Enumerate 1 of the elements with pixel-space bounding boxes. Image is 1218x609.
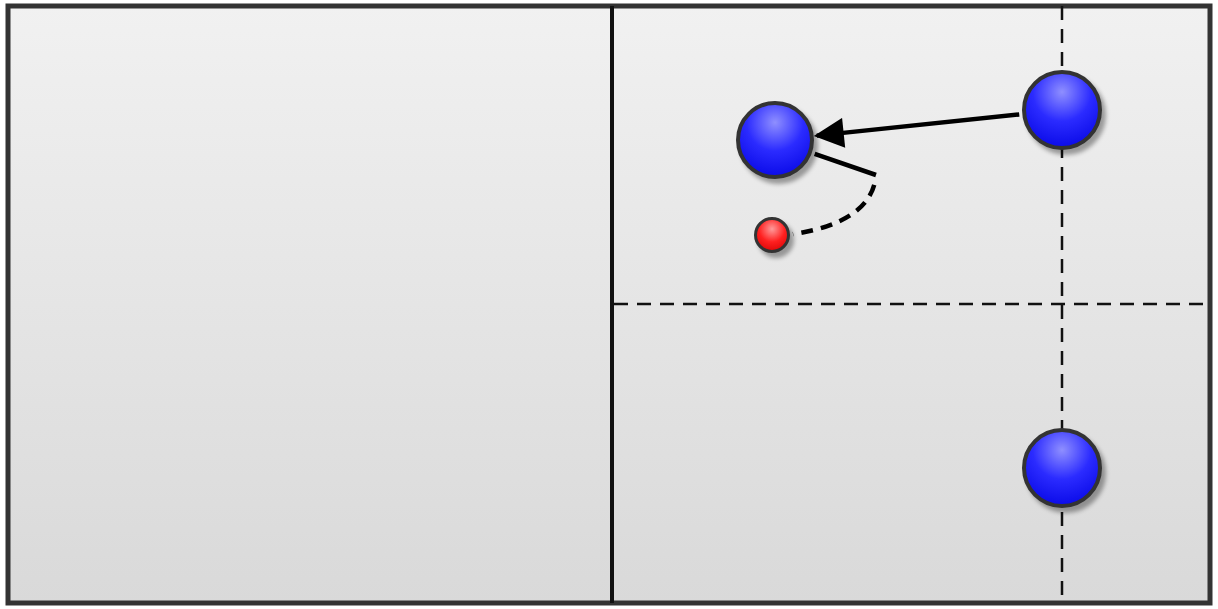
arrow bbox=[813, 112, 1020, 148]
